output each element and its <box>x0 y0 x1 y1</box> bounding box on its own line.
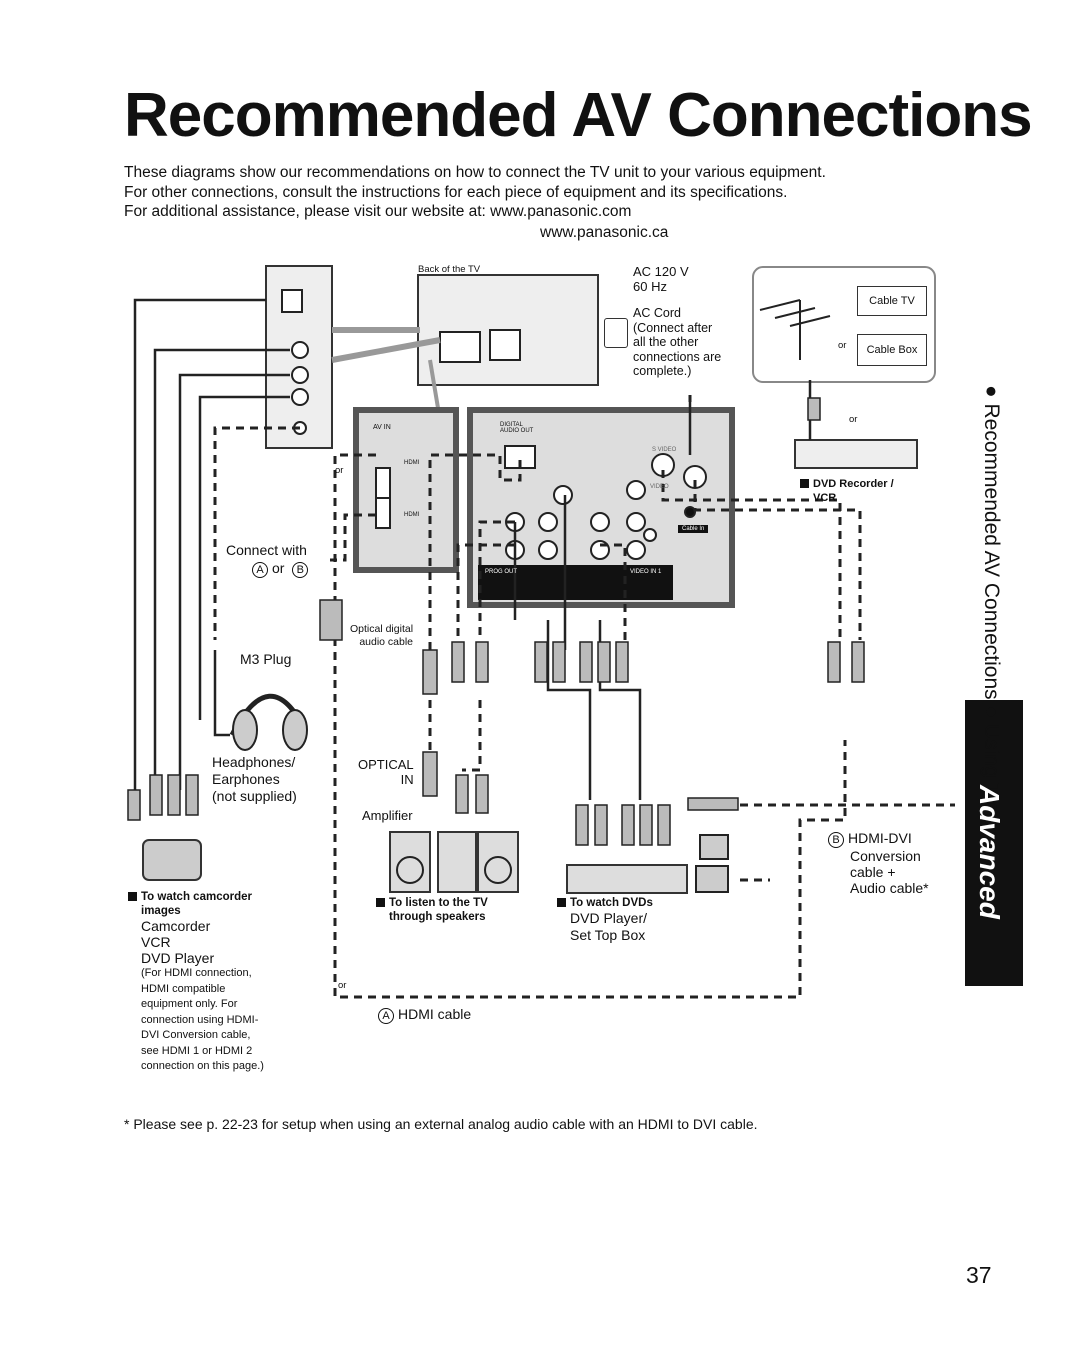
or-label-2: or <box>849 414 858 425</box>
square-bullet-icon <box>128 892 137 901</box>
hdmi-av-in-label: AV IN <box>373 424 391 431</box>
camcorder-section: To watch camcorder images Camcorder VCR … <box>128 890 264 1075</box>
intro-line-3: For additional assistance, please visit … <box>124 203 632 220</box>
optical-in-label: OPTICAL IN <box>358 757 414 787</box>
square-bullet-icon <box>557 898 566 907</box>
headphones-label: Headphones/ Earphones (not supplied) <box>212 754 297 804</box>
cable-box-box: Cable Box <box>857 334 927 366</box>
prog-out-label: PROG OUT <box>485 569 518 575</box>
square-bullet-icon <box>376 898 385 907</box>
intro-text: These diagrams show our recommendations … <box>124 163 964 222</box>
or-label-3: or <box>335 465 344 476</box>
power-outlet-icon <box>604 318 628 348</box>
s-video-label: S VIDEO <box>652 447 677 453</box>
m3-plug-label: M3 Plug <box>240 651 292 667</box>
hdmi-port-1-label: HDMI <box>404 460 420 466</box>
page-title: Recommended AV Connections <box>124 81 1033 150</box>
ac-frequency: 60 Hz <box>633 279 667 294</box>
footnote: * Please see p. 22-23 for setup when usi… <box>124 1116 758 1132</box>
side-nav: ● Recommended AV Connections ● Using Tim… <box>980 385 1003 837</box>
listen-section: To listen to the TV through speakers <box>376 896 488 924</box>
website-url-ca: www.panasonic.ca <box>540 224 669 241</box>
dvd-section: To watch DVDs DVD Player/ Set Top Box <box>557 896 653 944</box>
video-label: VIDEO <box>650 484 669 490</box>
video-in-1-label: VIDEO IN 1 <box>630 569 662 575</box>
ac-voltage: AC 120 V <box>633 264 689 279</box>
ac-cord-note: AC Cord (Connect after all the other con… <box>633 306 722 378</box>
digital-audio-out-label: DIGITAL AUDIO OUT <box>500 422 534 434</box>
intro-line-2: For other connections, consult the instr… <box>124 183 788 201</box>
or-label-1: or <box>838 340 847 351</box>
square-bullet-icon <box>800 479 809 488</box>
cable-in-label: Cable In <box>678 525 709 533</box>
hdmi-port-2-label: HDMI <box>404 512 420 518</box>
or-label-4: or <box>338 980 347 991</box>
page-number: 37 <box>966 1262 992 1288</box>
optical-cable-label: Optical digital audio cable <box>350 623 414 648</box>
connect-with-label: Connect with <box>226 542 307 558</box>
back-of-tv-label: Back of the TV <box>418 264 481 275</box>
amplifier-label: Amplifier <box>362 808 413 823</box>
advanced-tab: Advanced <box>974 785 1005 919</box>
dvd-recorder-label: DVD Recorder / VCR <box>800 477 894 505</box>
cable-tv-box: Cable TV <box>857 286 927 316</box>
intro-line-1: These diagrams show our recommendations … <box>124 164 826 181</box>
